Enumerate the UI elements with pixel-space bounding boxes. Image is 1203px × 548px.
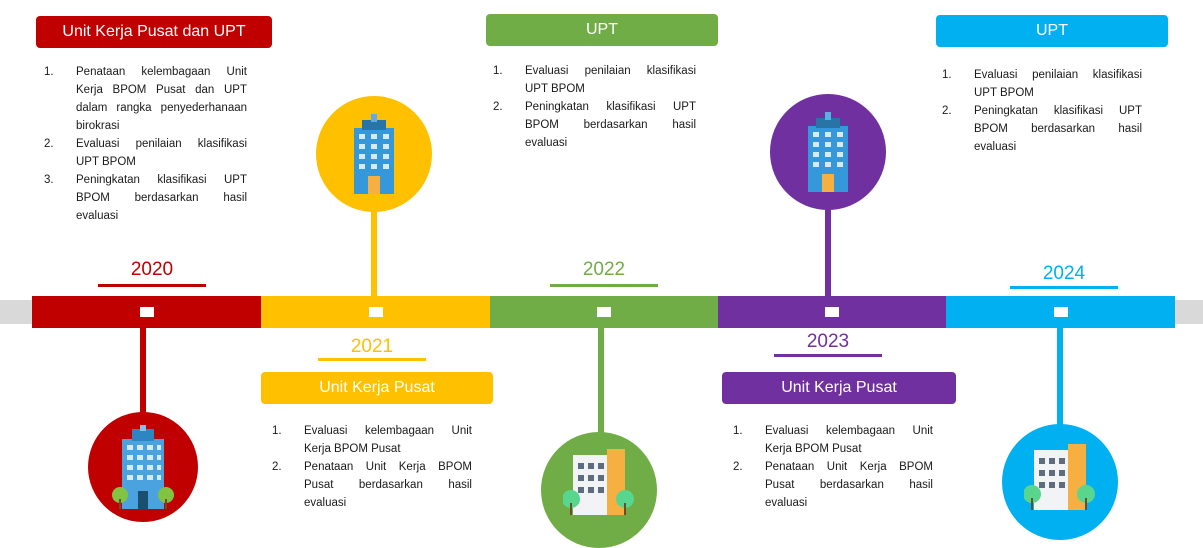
year-2022: 2022 [582, 259, 626, 280]
circle-2023 [770, 94, 886, 210]
segment-marker [825, 307, 839, 317]
item-list-2022: 1.Evaluasi penilaian klasifikasi UPT BPO… [493, 62, 696, 152]
item-list-2020: 1.Penataan kelembagaan Unit Kerja BPOM P… [44, 63, 247, 225]
office-building-trees-icon [1024, 440, 1096, 510]
segment-marker [139, 307, 154, 317]
year-underline [98, 284, 206, 287]
circle-2024 [1002, 424, 1118, 540]
year-2021: 2021 [350, 336, 394, 357]
circle-2021 [316, 96, 432, 212]
year-underline [1010, 286, 1118, 289]
timeline-segment-2020 [32, 296, 261, 328]
list-item: 2.Penataan Unit Kerja BPOM Pusat berdasa… [733, 461, 933, 509]
list-item: 1.Evaluasi kelembagaan Unit Kerja BPOM P… [272, 425, 472, 455]
connector-stem [1057, 328, 1063, 432]
year-underline [318, 358, 426, 361]
segment-marker [368, 307, 383, 317]
timeline-segment-2023 [718, 296, 946, 328]
list-item: 2.Peningkatan klasifikasi UPT BPOM berda… [493, 101, 696, 149]
list-item: 1.Penataan kelembagaan Unit Kerja BPOM P… [44, 66, 247, 132]
year-underline [774, 354, 882, 357]
timeline-segment-2021 [261, 296, 490, 328]
segment-marker [597, 307, 611, 317]
office-tower-icon [348, 114, 400, 194]
category-label-2024: UPT [936, 15, 1168, 47]
list-item: 1.Evaluasi penilaian klasifikasi UPT BPO… [493, 65, 696, 95]
year-2023: 2023 [806, 331, 850, 352]
office-tower-icon [802, 112, 854, 192]
item-list-2021: 1.Evaluasi kelembagaan Unit Kerja BPOM P… [272, 422, 472, 512]
category-label-2022: UPT [486, 14, 718, 46]
connector-stem [598, 328, 604, 440]
list-item: 1.Evaluasi penilaian klasifikasi UPT BPO… [942, 69, 1142, 99]
year-2024: 2024 [1042, 263, 1086, 284]
circle-2020 [88, 412, 198, 522]
list-item: 1.Evaluasi kelembagaan Unit Kerja BPOM P… [733, 425, 933, 455]
list-item: 2.Peningkatan klasifikasi UPT BPOM berda… [942, 105, 1142, 153]
list-item: 3.Peningkatan klasifikasi UPT BPOM berda… [44, 174, 247, 222]
connector-stem [140, 328, 146, 420]
item-list-2024: 1.Evaluasi penilaian klasifikasi UPT BPO… [942, 66, 1142, 156]
office-building-trees-icon [563, 445, 635, 515]
year-2020: 2020 [130, 259, 174, 280]
connector-stem [371, 210, 377, 298]
list-item: 2.Evaluasi penilaian klasifikasi UPT BPO… [44, 138, 247, 168]
timeline-segment-2024 [946, 296, 1175, 328]
category-label-2021: Unit Kerja Pusat [261, 372, 493, 404]
item-list-2023: 1.Evaluasi kelembagaan Unit Kerja BPOM P… [733, 422, 933, 512]
category-label-2020: Unit Kerja Pusat dan UPT [36, 16, 272, 48]
list-item: 2.Penataan Unit Kerja BPOM Pusat berdasa… [272, 461, 472, 509]
year-underline [550, 284, 658, 287]
circle-2022 [541, 432, 657, 548]
timeline-segment-2022 [490, 296, 718, 328]
category-label-2023: Unit Kerja Pusat [722, 372, 956, 404]
segment-marker [1053, 307, 1068, 317]
connector-stem [825, 208, 831, 298]
office-tower-icon [112, 425, 174, 509]
